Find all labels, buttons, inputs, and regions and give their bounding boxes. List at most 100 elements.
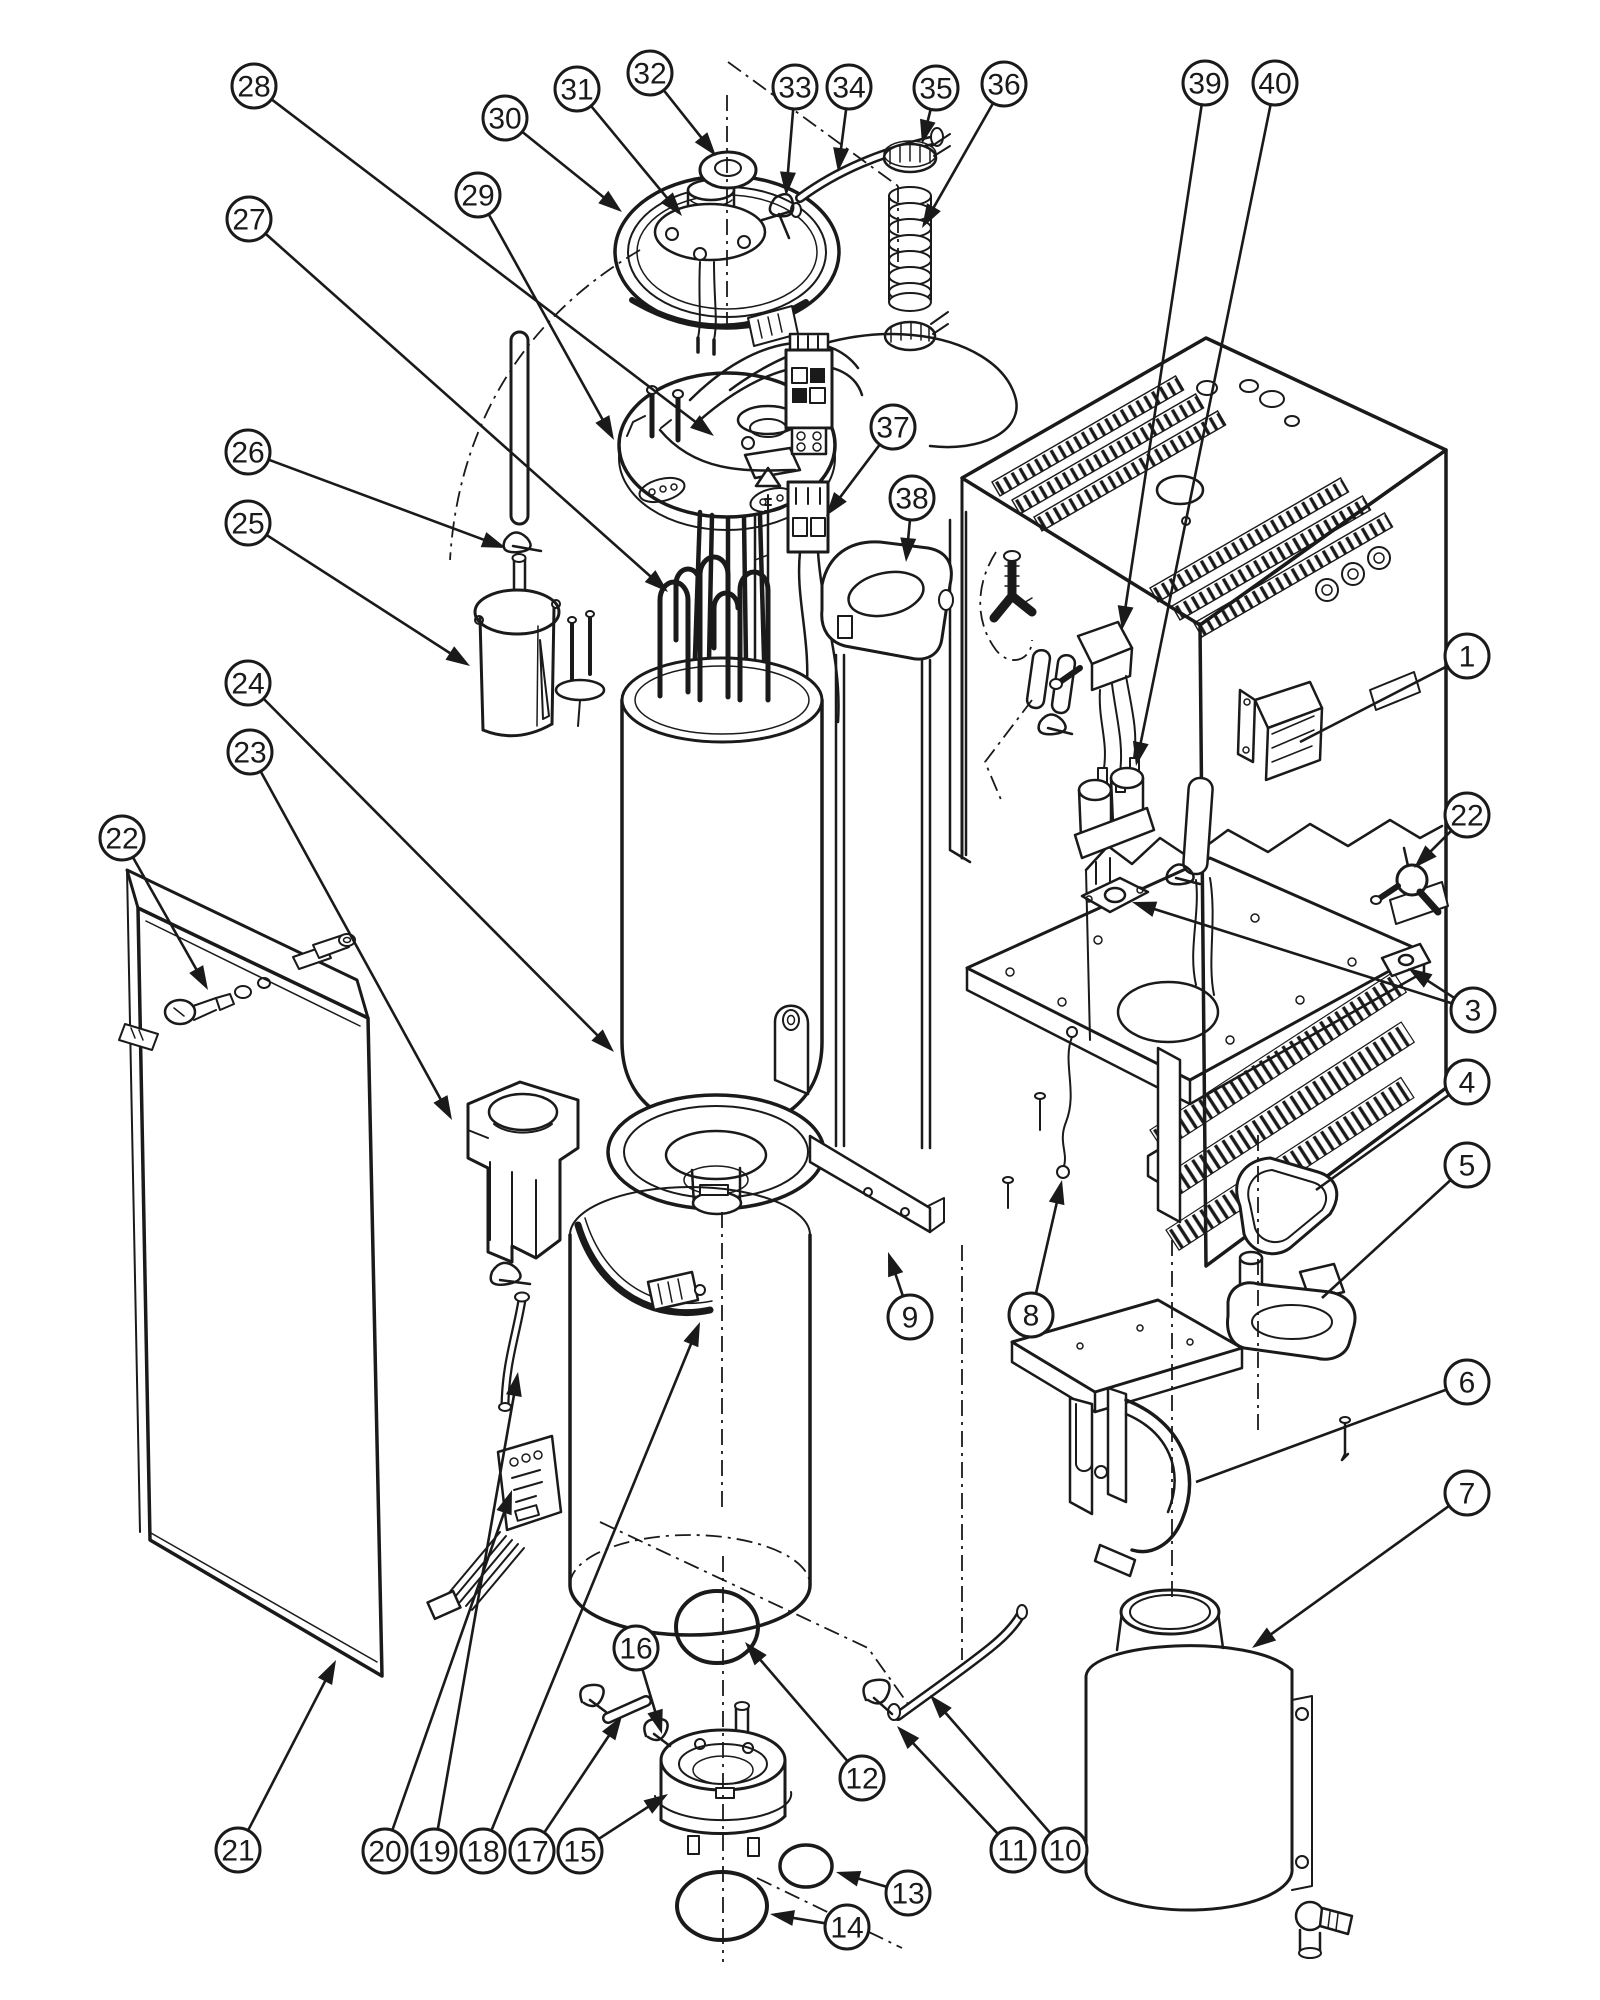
mounting-plate [1380, 942, 1432, 978]
callout-circle [1181, 59, 1229, 107]
callout-circle [508, 1827, 556, 1875]
callout-38-36: 38 [888, 474, 936, 522]
callout-circle [1443, 1358, 1491, 1406]
inner-boiler-tank [620, 656, 824, 1132]
hitch-clip [862, 1678, 894, 1716]
leader-arrowhead [1414, 845, 1437, 868]
o-ring-gasket [675, 1870, 769, 1942]
leader-line-3 [1149, 906, 1453, 1005]
callout-number: 40 [1258, 68, 1291, 101]
leader-arrowhead [433, 1095, 452, 1120]
callout-circle [1041, 1826, 1089, 1874]
leader-arrowhead [780, 171, 796, 196]
callout-29-27: 29 [454, 171, 502, 219]
door-lock-parts [118, 933, 356, 1051]
callout-number: 19 [417, 1836, 450, 1869]
callout-circle [1443, 632, 1491, 680]
grommet [698, 150, 758, 190]
callout-15-13: 15 [556, 1827, 604, 1875]
callout-30-28: 30 [481, 94, 529, 142]
callout-circle [224, 499, 272, 547]
callout-18-16: 18 [459, 1827, 507, 1875]
callout-number: 26 [231, 437, 264, 470]
leader-arrowhead [480, 532, 506, 548]
callout-circle [226, 728, 274, 776]
hose-clamp-lower [883, 311, 949, 352]
leader-line-37 [836, 443, 881, 502]
leader-line-18 [490, 1339, 694, 1832]
leader-line-11 [909, 1739, 999, 1835]
hose-clip [489, 1261, 532, 1286]
callout-circle [1443, 1469, 1491, 1517]
callout-23-21: 23 [226, 728, 274, 776]
callout-31-29: 31 [553, 65, 601, 113]
callout-number: 23 [233, 737, 266, 770]
heater-flange-disc [617, 332, 1018, 531]
callout-14-12: 14 [823, 1903, 871, 1951]
drain-valve [1294, 1900, 1354, 1959]
leader-line-40 [1138, 104, 1272, 748]
callout-number: 37 [876, 412, 909, 445]
callout-number: 38 [895, 483, 928, 516]
callout-27-25: 27 [225, 195, 273, 243]
callout-number: 9 [902, 1302, 919, 1335]
callout-12-10: 12 [838, 1754, 886, 1802]
leader-arrowhead [1117, 605, 1134, 630]
leader-arrowhead [922, 203, 941, 228]
callout-number: 15 [563, 1836, 596, 1869]
leader-arrowhead [690, 415, 714, 436]
callout-circle [626, 49, 674, 97]
ground-wire [1002, 1026, 1078, 1209]
callout-circle [1251, 59, 1299, 107]
callout-circle [361, 1827, 409, 1875]
leader-line-36 [930, 102, 995, 212]
callout-number: 33 [778, 72, 811, 105]
callout-circle [225, 195, 273, 243]
cabinet-base-floor [965, 856, 1426, 1082]
leader-line-19 [436, 1390, 516, 1830]
leader-arrowhead [647, 1708, 663, 1734]
leader-line-23 [259, 770, 444, 1104]
leader-arrowhead [900, 537, 917, 562]
callout-number: 28 [237, 71, 270, 104]
callout-number: 29 [461, 180, 494, 213]
callout-7-5: 7 [1443, 1469, 1491, 1517]
callout-number: 39 [1188, 68, 1221, 101]
y-hose-fitting [989, 550, 1037, 623]
callout-40-38: 40 [1251, 59, 1299, 107]
callout-number: 25 [231, 508, 264, 541]
leader-line-8 [1034, 1198, 1059, 1294]
leader-arrowhead [598, 190, 622, 212]
leader-line-6 [1195, 1388, 1447, 1484]
leader-line-15 [597, 1803, 653, 1841]
leader-arrowhead [445, 646, 470, 666]
steam-hood [820, 540, 954, 1150]
element-holder-bracket [466, 1080, 580, 1264]
leader-arrowhead [602, 1716, 622, 1741]
callout-circle [886, 1293, 934, 1341]
leader-line-7 [1266, 1504, 1450, 1638]
leader-arrowhead [930, 1695, 952, 1719]
callout-circle [556, 1827, 604, 1875]
leader-line-21 [246, 1676, 329, 1832]
callout-circle [912, 64, 960, 112]
drain-hose [489, 1261, 532, 1412]
inner-back-panel-edge [1084, 818, 1444, 872]
callout-13-11: 13 [884, 1869, 932, 1917]
leader-arrowhead [1132, 740, 1149, 766]
callout-number: 21 [221, 1835, 254, 1868]
callout-22-39: 22 [1443, 791, 1491, 839]
callout-circle [224, 659, 272, 707]
callout-20-18: 20 [361, 1827, 409, 1875]
probe-clip [502, 531, 543, 554]
screw [1340, 1420, 1350, 1462]
leader-arrowhead [888, 1252, 904, 1278]
callout-number: 31 [560, 74, 593, 107]
callout-circle [481, 94, 529, 142]
callout-circle [1443, 791, 1491, 839]
hose-clamp-upper [882, 133, 951, 174]
leader-line-10 [941, 1708, 1052, 1835]
callout-number: 32 [633, 58, 666, 91]
heating-element [657, 554, 771, 703]
callout-37-35: 37 [869, 403, 917, 451]
